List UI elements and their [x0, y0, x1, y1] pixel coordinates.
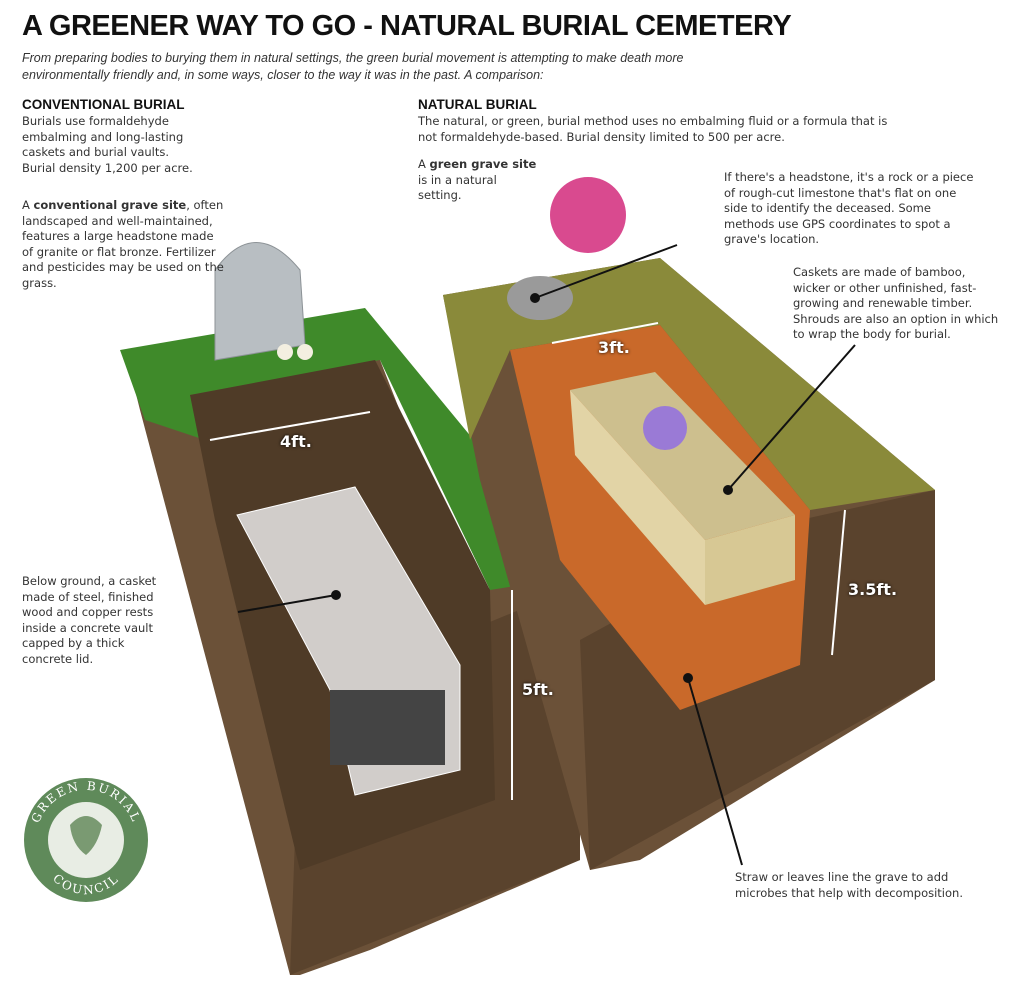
- bamboo-casket-side: [570, 390, 705, 605]
- natural-heading: NATURAL BURIAL: [418, 97, 537, 112]
- natural-grave: [443, 177, 935, 870]
- page-title: A GREENER WAY TO GO - NATURAL BURIAL CEM…: [22, 10, 792, 42]
- conventional-intro: Burials use formaldehyde embalming and l…: [22, 114, 193, 175]
- depth-label-natural: 3.5ft.: [848, 580, 898, 599]
- bamboo-casket-end: [705, 515, 795, 605]
- width-label-natural: 3ft.: [598, 338, 630, 357]
- leaves-note: Straw or leaves line the grave to add mi…: [735, 870, 963, 900]
- green-burial-council-logo: GREEN BURIAL COUNCIL: [24, 778, 148, 902]
- headstone-note: If there's a headstone, it's a rock or a…: [724, 170, 974, 246]
- conventional-heading: CONVENTIONAL BURIAL: [22, 97, 185, 112]
- width-label-conventional: 4ft.: [280, 432, 312, 451]
- depth-label-conventional: 5ft.: [522, 680, 554, 699]
- natural-intro: The natural, or green, burial method use…: [418, 114, 888, 144]
- text-bold: green grave site: [429, 157, 537, 171]
- text: , often landscaped and well-maintained, …: [22, 198, 224, 290]
- leafy-top: [443, 258, 935, 510]
- text: A: [418, 157, 430, 171]
- purple-flowers: [643, 406, 687, 450]
- pink-flowers: [550, 177, 626, 253]
- casket-note: Caskets are made of bamboo, wicker or ot…: [793, 265, 999, 341]
- headstone: [214, 242, 306, 361]
- text: is in a natural setting.: [418, 172, 497, 203]
- measurement-arrows: [209, 322, 846, 800]
- conventional-grave: [120, 242, 585, 975]
- steel-casket: [330, 690, 445, 765]
- conventional-casket-note: Below ground, a casket made of steel, fi…: [22, 574, 157, 666]
- grass-top: [120, 308, 585, 590]
- roses: [277, 344, 293, 360]
- roses: [297, 344, 313, 360]
- natural-site-note: A green grave site is in a natural setti…: [418, 157, 538, 204]
- text-bold: conventional grave site: [33, 198, 187, 212]
- conventional-site-note: A conventional grave site, often landsca…: [22, 198, 227, 291]
- text: A: [22, 198, 34, 212]
- leader-lines: [237, 244, 856, 866]
- subtitle: From preparing bodies to burying them in…: [22, 51, 684, 82]
- bamboo-casket: [570, 372, 795, 540]
